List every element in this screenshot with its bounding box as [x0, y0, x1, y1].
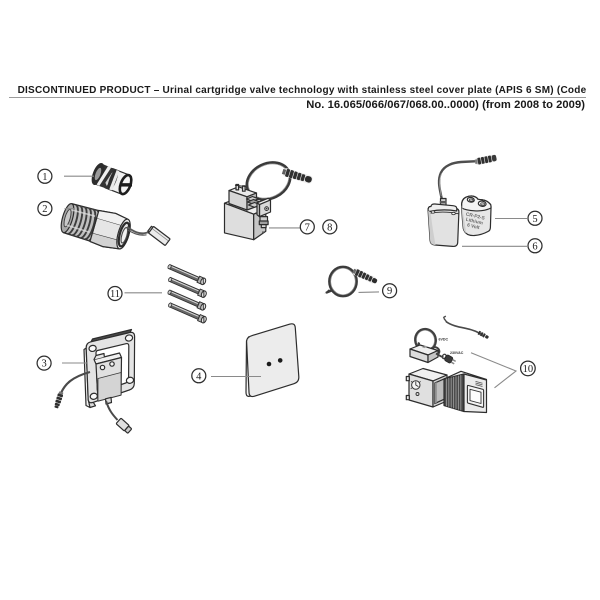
callout-2: 2 — [37, 200, 53, 217]
svg-text:5: 5 — [532, 214, 537, 225]
battery-label-2: Lithium — [465, 217, 483, 227]
leader-lines — [62, 175, 527, 389]
callout-7: 7 — [299, 219, 315, 235]
screw — [167, 264, 207, 286]
part-battery-housing — [427, 154, 497, 248]
callout-9: 9 — [381, 283, 398, 299]
part-mounting-frame — [54, 328, 136, 434]
part-connection-cable — [324, 265, 378, 298]
battery-label-3: 6 Volt — [466, 222, 480, 231]
battery-label-1: CR-P2-S — [465, 211, 486, 221]
part-power-supply-set: 6VDC 230VAC — [405, 315, 489, 414]
svg-text:1: 1 — [42, 172, 47, 183]
part-screws — [166, 264, 208, 325]
callout-10: 10 — [519, 360, 536, 377]
callout-1: 1 — [37, 168, 53, 184]
callout-3: 3 — [36, 355, 52, 371]
callout-8: 8 — [322, 219, 338, 235]
title-line-1: DISCONTINUED PRODUCT – Urinal cartgridge… — [17, 85, 587, 96]
title-rule — [9, 97, 586, 98]
svg-text:8: 8 — [327, 222, 332, 233]
adapter-output-label: 6VDC — [439, 338, 449, 342]
svg-text:4: 4 — [196, 371, 202, 382]
part-cover-plate — [245, 323, 300, 398]
svg-text:11: 11 — [110, 289, 120, 300]
svg-text:2: 2 — [42, 204, 47, 215]
part-solenoid-valve — [223, 161, 313, 241]
callout-5: 5 — [527, 210, 543, 226]
part-cartridge-valve — [60, 203, 171, 250]
callout-4: 4 — [191, 368, 207, 384]
part-sensor-piston — [91, 163, 133, 196]
svg-text:3: 3 — [41, 359, 46, 370]
callout-11: 11 — [107, 285, 123, 302]
svg-text:10: 10 — [523, 364, 534, 375]
adapter-input-label: 230VAC — [450, 351, 464, 355]
callout-6: 6 — [527, 238, 543, 254]
part-lithium-battery: CR-P2-S Lithium 6 Volt — [461, 195, 492, 237]
svg-text:6: 6 — [532, 241, 537, 252]
svg-text:7: 7 — [305, 222, 310, 233]
svg-text:9: 9 — [387, 286, 392, 297]
title-line-2: No. 16.065/066/067/068.00..0000) (from 2… — [306, 98, 585, 111]
